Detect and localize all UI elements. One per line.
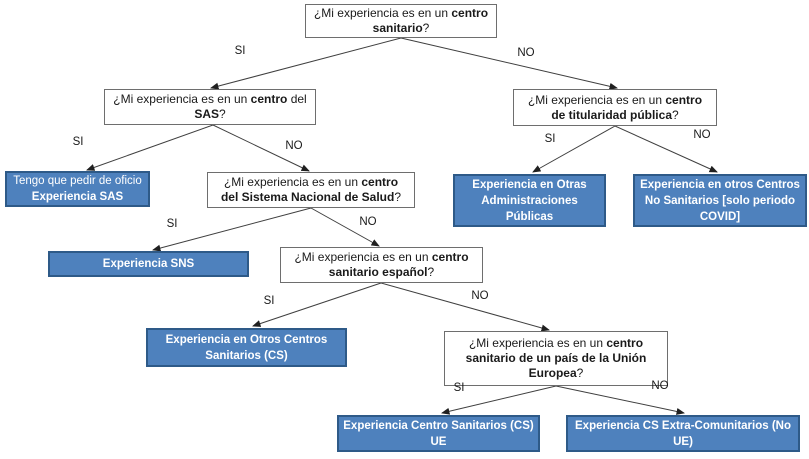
- question-text-regular: ?: [427, 265, 435, 279]
- node-result-extra-comunitarios: Experiencia CS Extra-Comunitarios (No UE…: [566, 415, 800, 452]
- question-text-bold: centro sanitario español: [328, 250, 469, 279]
- node-question-centro-union-europea: ¿Mi experiencia es en un centro sanitari…: [444, 331, 668, 386]
- node-result-otros-centros-sanitarios: Experiencia en Otros Centros Sanitarios …: [146, 328, 347, 367]
- question-text-bold: centro sanitario: [372, 6, 489, 35]
- question-text-regular: ¿Mi experiencia es en un: [113, 92, 251, 106]
- result-text: Experiencia en otros Centros No Sanitari…: [640, 178, 800, 223]
- edge-label-ue-si: SI: [453, 382, 465, 394]
- node-result-experiencia-sas: Tengo que pedir de oficio Experiencia SA…: [5, 171, 150, 207]
- node-result-otras-administraciones: Experiencia en Otras Administraciones Pú…: [453, 174, 606, 227]
- result-text: Experiencia en Otras Administraciones Pú…: [472, 178, 587, 223]
- edge-label-sas-no: NO: [285, 140, 303, 152]
- question-text-regular: ?: [422, 21, 430, 35]
- question-text: ¿Mi experiencia es en un centro del Sist…: [214, 175, 408, 205]
- question-text-regular: ?: [576, 366, 584, 380]
- edge-label-espanol-no: NO: [471, 290, 489, 302]
- node-result-experiencia-sns: Experiencia SNS: [48, 251, 249, 277]
- question-text: ¿Mi experiencia es en un centro sanitari…: [287, 250, 476, 280]
- question-text-regular: ¿Mi experiencia es en un: [468, 336, 607, 350]
- question-text: ¿Mi experiencia es en un centro sanitari…: [451, 336, 661, 381]
- node-question-centro-sanitario: ¿Mi experiencia es en un centro sanitari…: [305, 4, 497, 38]
- result-text: Experiencia en Otros Centros Sanitarios …: [165, 333, 328, 362]
- question-text-bold: centro de titularidad pública: [551, 92, 703, 122]
- question-text: ¿Mi experiencia es en un centro del SAS?: [111, 92, 309, 122]
- node-question-sistema-nacional-salud: ¿Mi experiencia es en un centro del Sist…: [207, 172, 415, 208]
- question-text-bold: centro del Sistema Nacional de Salud: [220, 175, 399, 204]
- edge-label-sas-si: SI: [72, 136, 84, 148]
- node-question-titularidad-publica: ¿Mi experiencia es en un centro de titul…: [513, 89, 717, 126]
- node-result-centro-sanitarios-ue: Experiencia Centro Sanitarios (CS) UE: [337, 415, 540, 452]
- node-question-centro-sanitario-espanol: ¿Mi experiencia es en un centro sanitari…: [280, 247, 483, 283]
- result-text: Experiencia Centro Sanitarios (CS) UE: [343, 419, 534, 448]
- question-text-regular: ?: [394, 190, 402, 204]
- question-text-bold: SAS: [194, 107, 219, 121]
- question-text-bold: centro: [250, 92, 288, 106]
- question-text-regular: del: [287, 92, 307, 106]
- edge-espanol-no-line: [380, 282, 550, 332]
- question-text-regular: ¿Mi experiencia es en un: [294, 250, 432, 264]
- edge-label-sns-si: SI: [166, 218, 178, 230]
- edge-root-no-line: [400, 37, 618, 90]
- edge-label-espanol-si: SI: [263, 295, 275, 307]
- edge-label-root-no: NO: [517, 47, 535, 59]
- question-text-regular: ¿Mi experiencia es en un: [313, 6, 452, 20]
- result-text-bold: Experiencia SAS: [31, 191, 124, 203]
- node-result-centros-no-sanitarios: Experiencia en otros Centros No Sanitari…: [633, 174, 807, 227]
- question-text-regular: ?: [672, 107, 679, 122]
- edge-label-sns-no: NO: [359, 216, 377, 228]
- question-text-regular: ¿Mi experiencia es en un: [527, 92, 666, 107]
- result-text-regular: Tengo que pedir de oficio: [13, 175, 142, 187]
- edge-label-root-si: SI: [234, 45, 246, 57]
- question-text-regular: ¿Mi experiencia es en un: [223, 175, 362, 189]
- result-text: Tengo que pedir de oficio Experiencia SA…: [11, 173, 144, 205]
- node-question-centro-sas: ¿Mi experiencia es en un centro del SAS?: [104, 89, 316, 125]
- edge-label-publica-si: SI: [544, 133, 556, 145]
- result-text: Experiencia SNS: [102, 258, 195, 270]
- edge-label-ue-no: NO: [651, 380, 669, 392]
- question-text: ¿Mi experiencia es en un centro de titul…: [520, 93, 710, 123]
- question-text-bold: centro sanitario de un país de la Unión …: [465, 336, 647, 380]
- question-text-regular: ?: [219, 107, 226, 121]
- edge-label-publica-no: NO: [693, 129, 711, 141]
- result-text: Experiencia CS Extra-Comunitarios (No UE…: [575, 419, 791, 448]
- question-text: ¿Mi experiencia es en un centro sanitari…: [312, 6, 490, 36]
- edge-sas-si-line: [86, 124, 214, 171]
